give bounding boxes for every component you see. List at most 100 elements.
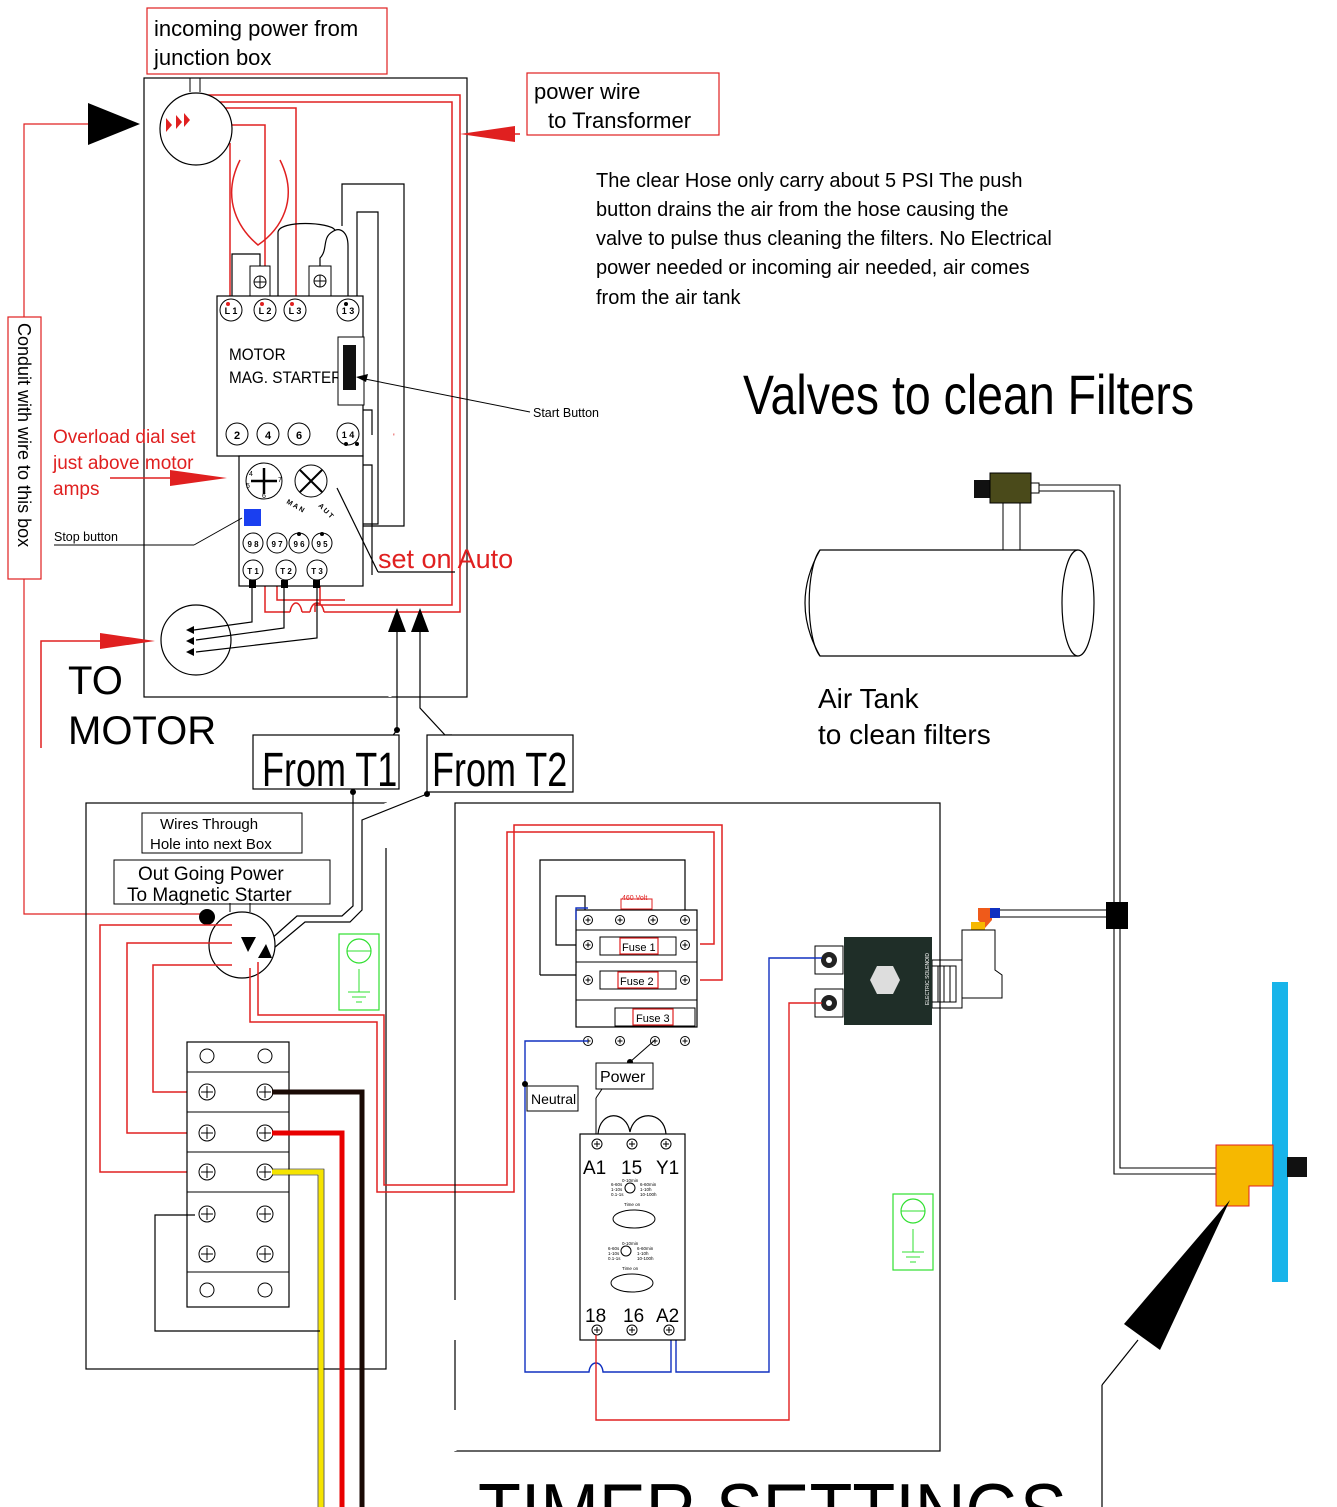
motor-output-circle [160, 604, 232, 676]
incoming-power-box: incoming power from junction box [146, 7, 388, 75]
terminal-l3: L 3 [289, 306, 302, 316]
screw-cross [259, 1127, 271, 1139]
timer-16: 16 [623, 1306, 644, 1327]
note-line-5: from the air tank [596, 287, 742, 309]
timer-range-f: 0.1-1s [611, 1192, 624, 1197]
power-label: Power [600, 1069, 646, 1086]
screw-cross [585, 917, 591, 923]
screw-cross [682, 942, 688, 948]
screw-cross [663, 1141, 669, 1147]
screw-cross [666, 1327, 672, 1333]
starter-enclosure [143, 77, 468, 698]
terminal-98: 9 8 [247, 540, 259, 549]
overload-arrow [110, 470, 227, 486]
stop-button-callout: Stop button [54, 517, 243, 546]
feeder-wire-outlines [272, 1168, 325, 1507]
terminal-14: 1 4 [342, 430, 355, 440]
screw-cross [682, 917, 688, 923]
tank-valve [974, 472, 1040, 504]
timer-range-g-2: 10-100h [637, 1256, 654, 1261]
starter-top-terminals [249, 265, 332, 299]
neutral-wiring [524, 907, 822, 1373]
to-motor-label: TO MOTOR [68, 659, 216, 753]
timer-settings-title: TIMER SETTINGS [478, 1468, 1067, 1507]
junction-red-wiring [99, 824, 723, 1193]
terminal-97: 9 7 [271, 540, 283, 549]
timer-enclosure [453, 802, 941, 1452]
air-tank: Air Tank to clean filters [804, 493, 1095, 750]
outgoing-line1: Out Going Power [138, 864, 284, 885]
screw-cross [617, 1038, 623, 1044]
from-t1-label: From T1 [262, 743, 397, 796]
overload-label: Overload dial set just above motor amps [52, 427, 196, 500]
screw-cross [594, 1141, 600, 1147]
timer-18: 18 [585, 1306, 606, 1327]
screw-cross [682, 977, 688, 983]
stop-button-label: Stop button [54, 530, 118, 544]
timer-range-f-2: 0.1-1s [608, 1256, 621, 1261]
power-label-box: Power [595, 1039, 656, 1134]
start-button-label: Start Button [533, 406, 599, 420]
terminal-4: 4 [265, 430, 272, 442]
overload-line-2: just above motor [52, 453, 194, 474]
screw-cross [201, 1086, 213, 1098]
conduit-line: Conduit with wire to this box [7, 103, 206, 915]
timer-a2: A2 [656, 1306, 679, 1327]
incoming-power-line2: junction box [153, 45, 271, 70]
screw-cross [650, 917, 656, 923]
fuse-block: 460 Volt Fuse 1 Fuse 2 Fuse 3 [539, 859, 698, 1028]
motor-output-wires [193, 588, 318, 653]
timer-range-a: 0-10min [622, 1178, 639, 1183]
timer-range-b-2: 6-60s [608, 1246, 620, 1251]
timer-time-on: Time on [624, 1202, 641, 1207]
neutral-label-box: Neutral [526, 1085, 579, 1112]
starter-label-1: MOTOR [229, 345, 286, 364]
timer-range-e-2: 1-10h [637, 1251, 649, 1256]
solenoid-label: ELECTRIC SOLENOID [925, 953, 931, 1005]
overload-line-1: Overload dial set [53, 427, 196, 448]
overload-relay: 4 5 6 7 M A N A U T 9 8 9 7 9 6 9 5 T 1 … [238, 455, 364, 588]
fuse-2-label: Fuse 2 [620, 976, 654, 988]
note-line-4: power needed or incoming air needed, air… [596, 257, 1030, 279]
timer-relay: A1 15 Y1 18 16 A2 0-10min 6-60s 6-60min … [579, 1115, 686, 1341]
ground-symbol-timer [892, 1193, 934, 1271]
incoming-junction [159, 78, 233, 166]
stop-button[interactable] [244, 509, 261, 526]
motor-mag-starter: L 1 L 2 L 3 1 3 MOTOR MAG. STARTER 2 4 6… [216, 295, 395, 457]
note-line-3: valve to pulse thus cleaning the filters… [596, 228, 1052, 250]
timer-range-c: 6-60min [640, 1182, 657, 1187]
power-wire-transformer-box: power wire to Transformer [460, 72, 720, 142]
timer-range-d: 1-10s [611, 1187, 623, 1192]
terminal-t1: T 1 [247, 567, 259, 576]
volt-460-label: 460 Volt [622, 895, 647, 902]
to-motor-line1: TO [68, 659, 123, 703]
terminal-2: 2 [234, 430, 240, 442]
power-wire-line1: power wire [534, 79, 640, 104]
timer-range-d-2: 1-10s [608, 1251, 620, 1256]
screw-cross [201, 1248, 213, 1260]
timer-red-wiring [595, 1002, 822, 1421]
screw-cross [259, 1166, 271, 1178]
overload-line-3: amps [53, 479, 99, 500]
wires-through-line2: Hole into next Box [150, 836, 272, 853]
terminal-screws [198, 1083, 274, 1263]
terminal-6: 6 [296, 430, 302, 442]
air-tank-line2: to clean filters [818, 719, 991, 750]
from-t-arrows [385, 630, 452, 739]
screw-cross [629, 1327, 635, 1333]
electric-solenoid: ELECTRIC SOLENOID [814, 937, 932, 1025]
note-line-1: The clear Hose only carry about 5 PSI Th… [596, 170, 1023, 192]
start-button-callout: Start Button [356, 374, 599, 420]
dial-5: 5 [246, 483, 250, 490]
hose-note: The clear Hose only carry about 5 PSI Th… [596, 170, 1052, 309]
timer-range-e: 1-10h [640, 1187, 652, 1192]
hose-tee [1106, 902, 1128, 929]
to-motor-arrow [40, 633, 155, 748]
screw-cross [585, 942, 591, 948]
air-hose [1000, 484, 1217, 1175]
note-line-2: button drains the air from the hose caus… [596, 199, 1008, 221]
timer-range-b: 6-60s [611, 1182, 623, 1187]
dial-4: 4 [249, 471, 253, 478]
filter-bar [1272, 982, 1288, 1282]
